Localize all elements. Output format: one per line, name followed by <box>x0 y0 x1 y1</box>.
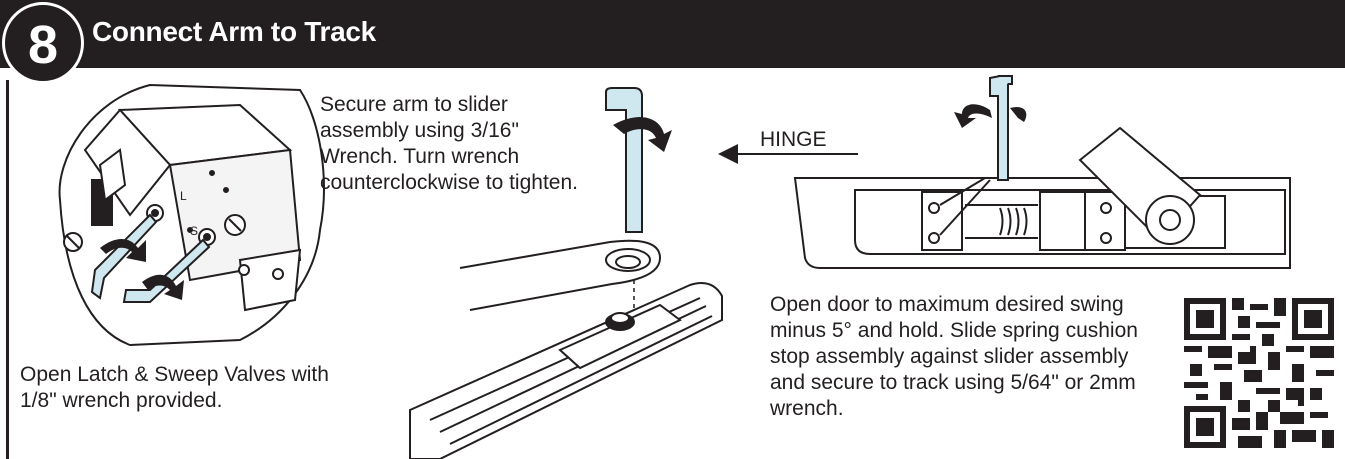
hex-wrench-icon <box>989 74 1013 181</box>
caption-valves: Open Latch & Sweep Valves with 1/8" wren… <box>20 363 329 412</box>
rotate-arrow-icon <box>613 117 672 152</box>
left-rule <box>6 80 9 459</box>
hinge-label: HINGE <box>760 128 827 151</box>
step-header-bar <box>0 0 1345 68</box>
closer-body-illustration <box>58 83 325 347</box>
caption-stop-assembly: Open door to maximum desired swing minus… <box>770 293 1138 420</box>
qr-code-icon[interactable] <box>1184 298 1334 448</box>
valve-s-label: S <box>190 224 198 238</box>
caption-secure-arm: Secure arm to slider assembly using 3/16… <box>320 93 578 194</box>
valve-l-label: L <box>180 189 187 203</box>
stop-assembly-illustration <box>793 126 1291 269</box>
step-title: Connect Arm to Track <box>92 16 376 47</box>
pointer-lines <box>939 177 991 236</box>
arm-and-track-illustration <box>409 239 723 459</box>
step-number: 8 <box>27 15 59 75</box>
hex-wrench-icon <box>90 213 211 303</box>
hex-wrench-icon <box>605 87 643 233</box>
qr-code-pattern <box>1184 298 1334 448</box>
step-number-badge: 8 <box>2 2 84 84</box>
rotate-arrow-icon <box>954 104 1027 128</box>
rotate-arrow-icon <box>100 239 184 300</box>
